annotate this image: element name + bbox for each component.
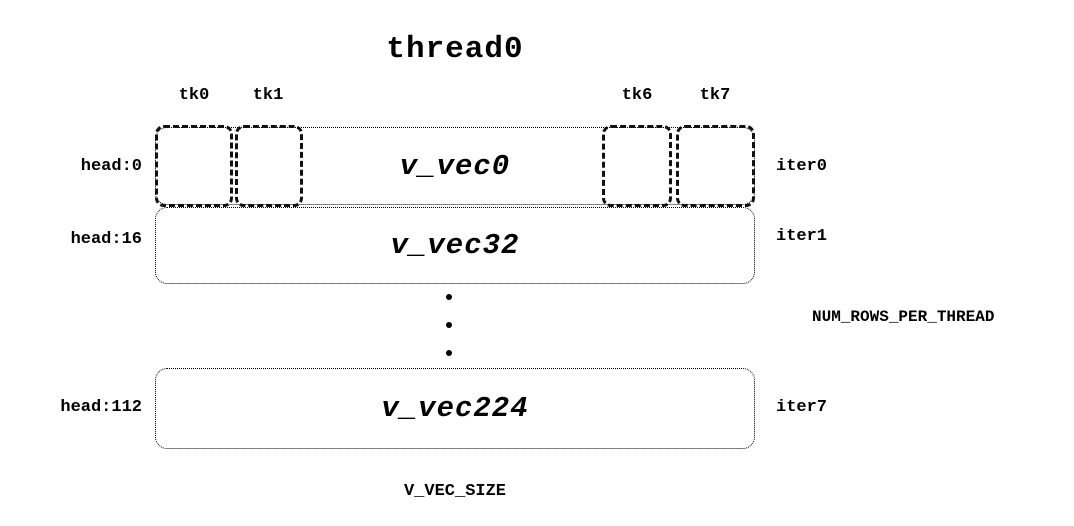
vector-row-iter0: v_vec0 bbox=[155, 127, 755, 205]
head-offset-label-2: head:112 bbox=[60, 398, 142, 417]
thread-chunk-box-tk6 bbox=[602, 125, 672, 207]
thread-chunk-box-tk0 bbox=[155, 125, 233, 207]
iteration-label-1: iter1 bbox=[776, 227, 828, 246]
tick-label-tk0: tk0 bbox=[178, 86, 210, 105]
tick-label-tk7: tk7 bbox=[699, 86, 731, 105]
iteration-label-0: iter0 bbox=[776, 157, 828, 176]
vector-row-label: v_vec32 bbox=[390, 229, 520, 262]
vector-row-label: v_vec224 bbox=[381, 392, 529, 425]
diagram-title: thread0 bbox=[386, 32, 524, 67]
thread-chunk-box-tk7 bbox=[676, 125, 755, 207]
head-offset-label-0: head:0 bbox=[80, 157, 142, 176]
v-vec-size-label: V_VEC_SIZE bbox=[403, 482, 507, 501]
vector-row-iter1: v_vec32 bbox=[155, 207, 755, 284]
tick-label-tk6: tk6 bbox=[621, 86, 653, 105]
vector-row-label: v_vec0 bbox=[399, 149, 511, 183]
vector-row-iter7: v_vec224 bbox=[155, 368, 755, 449]
ellipsis-dot bbox=[446, 350, 452, 356]
ellipsis-dot bbox=[446, 322, 452, 328]
head-offset-label-1: head:16 bbox=[70, 230, 142, 249]
tick-label-tk1: tk1 bbox=[252, 86, 284, 105]
vertical-ellipsis-icon bbox=[443, 294, 455, 356]
iteration-label-7: iter7 bbox=[776, 398, 828, 417]
thread-chunk-box-tk1 bbox=[235, 125, 303, 207]
num-rows-per-thread-label: NUM_ROWS_PER_THREAD bbox=[812, 308, 995, 326]
ellipsis-dot bbox=[446, 294, 452, 300]
